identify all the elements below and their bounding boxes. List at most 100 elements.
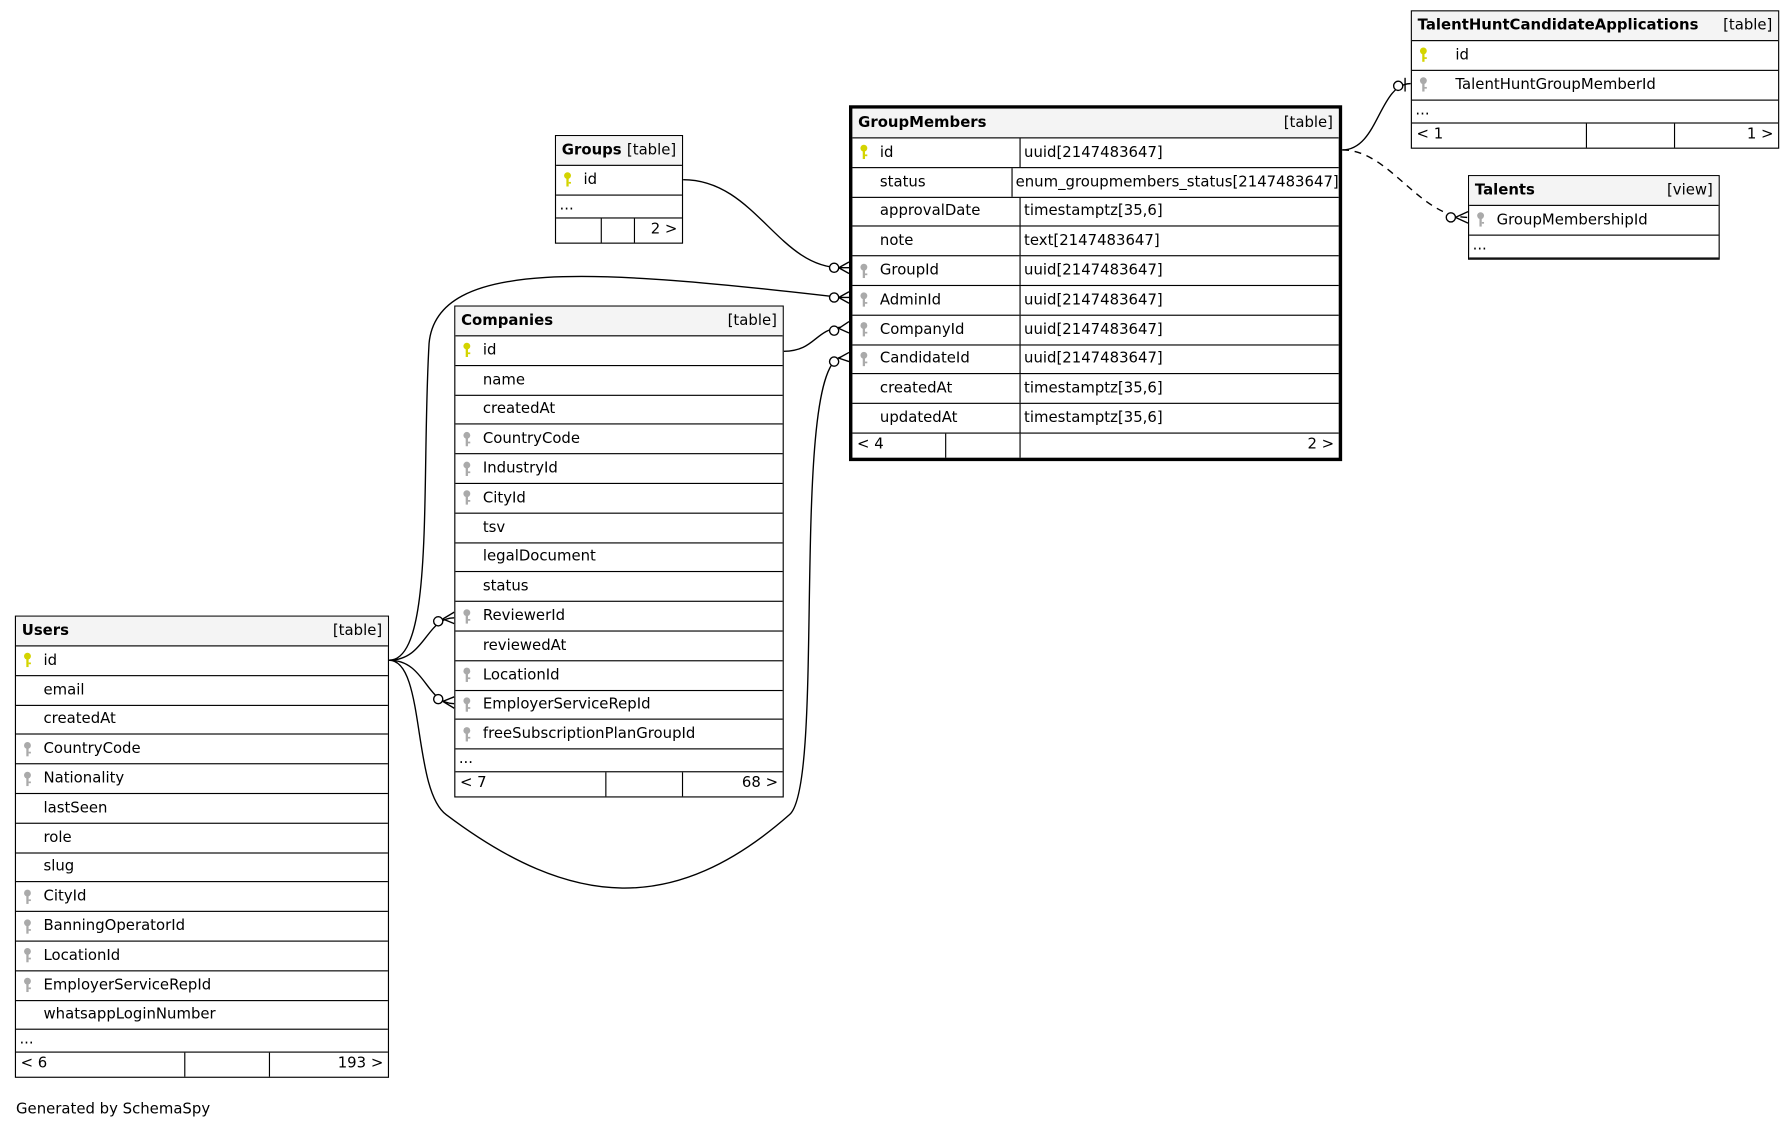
children-count[interactable]: 193 >: [268, 1053, 388, 1078]
table-groups[interactable]: Groups[table]id...2 >: [554, 135, 684, 244]
column-row[interactable]: TalentHuntGroupMemberId: [1411, 71, 1779, 101]
table-header[interactable]: Users[table]: [16, 616, 388, 647]
column-row[interactable]: CountryCode: [16, 735, 388, 765]
column-name[interactable]: LocationId: [43, 947, 121, 965]
children-count[interactable]: 1 >: [1673, 123, 1778, 148]
column-row[interactable]: Nationality: [16, 765, 388, 795]
column-name[interactable]: updatedAt: [879, 409, 958, 427]
column-name[interactable]: name: [482, 371, 526, 389]
column-row[interactable]: LocationId: [16, 942, 388, 972]
column-name[interactable]: id: [879, 144, 894, 162]
column-name[interactable]: id: [482, 341, 497, 360]
column-name[interactable]: reviewedAt: [482, 637, 567, 655]
column-row[interactable]: email: [16, 676, 388, 706]
column-row[interactable]: role: [16, 824, 388, 854]
column-row[interactable]: EmployerServiceRepId: [16, 971, 388, 1001]
more-columns[interactable]: ...: [556, 195, 682, 219]
column-row[interactable]: tsv: [455, 513, 783, 544]
column-row[interactable]: reviewedAt: [455, 632, 783, 662]
column-row[interactable]: BanningOperatorId: [16, 912, 388, 942]
parents-count[interactable]: [556, 218, 601, 242]
column-name[interactable]: CountryCode: [43, 740, 141, 758]
column-row[interactable]: id: [1411, 41, 1779, 71]
column-name[interactable]: status: [879, 173, 926, 191]
column-name[interactable]: Nationality: [43, 770, 125, 788]
column-name[interactable]: ReviewerId: [482, 607, 566, 625]
parents-count[interactable]: < 7: [459, 774, 487, 792]
column-row[interactable]: id: [16, 646, 388, 676]
column-name[interactable]: createdAt: [43, 711, 116, 729]
table-header[interactable]: TalentHuntCandidateApplications[table]: [1411, 11, 1779, 42]
column-name[interactable]: createdAt: [879, 380, 953, 398]
column-name[interactable]: slug: [43, 858, 75, 876]
more-columns[interactable]: ...: [16, 1030, 388, 1054]
column-row[interactable]: slug: [16, 853, 388, 883]
table-header[interactable]: GroupMembers[table]: [852, 108, 1339, 139]
column-name[interactable]: GroupId: [879, 262, 940, 280]
table-header[interactable]: Talents[view]: [1469, 176, 1719, 206]
column-row[interactable]: EmployerServiceRepId: [455, 691, 783, 721]
column-name[interactable]: approvalDate: [879, 203, 981, 221]
column-row[interactable]: IndustryId: [455, 454, 783, 484]
column-name[interactable]: LocationId: [482, 666, 560, 684]
table-thca[interactable]: TalentHuntCandidateApplications[table] id…: [1410, 10, 1780, 149]
column-name[interactable]: EmployerServiceRepId: [43, 976, 212, 994]
column-name[interactable]: EmployerServiceRepId: [482, 696, 651, 714]
column-row[interactable]: GroupMembershipId: [1469, 206, 1719, 236]
column-name[interactable]: lastSeen: [43, 799, 108, 817]
column-name[interactable]: CandidateId: [879, 350, 970, 368]
more-columns[interactable]: ...: [455, 750, 783, 773]
column-name[interactable]: IndustryId: [482, 460, 558, 478]
more-columns[interactable]: ...: [1469, 235, 1719, 259]
parents-count[interactable]: < 4: [857, 435, 884, 454]
table-header[interactable]: Groups[table]: [556, 136, 682, 166]
column-name[interactable]: tsv: [482, 519, 506, 537]
column-name[interactable]: BanningOperatorId: [43, 917, 186, 935]
column-row[interactable]: legalDocument: [455, 543, 783, 573]
column-name[interactable]: role: [43, 829, 72, 847]
column-name[interactable]: legalDocument: [482, 548, 596, 566]
column-row[interactable]: status: [455, 573, 783, 603]
column-name[interactable]: CountryCode: [482, 430, 581, 448]
column-name[interactable]: status: [482, 578, 529, 596]
column-name[interactable]: id: [1455, 46, 1470, 64]
column-name[interactable]: CompanyId: [879, 321, 965, 339]
column-row[interactable]: CityId: [16, 883, 388, 913]
column-name[interactable]: createdAt: [482, 401, 556, 419]
column-row[interactable]: freeSubscriptionPlanGroupId: [455, 720, 783, 750]
column-row[interactable]: CityId: [455, 484, 783, 514]
table-name[interactable]: Talents: [1474, 181, 1535, 200]
column-name[interactable]: id: [43, 652, 58, 670]
column-row[interactable]: id: [455, 336, 783, 366]
parents-count[interactable]: < 1: [1416, 125, 1444, 143]
table-name[interactable]: Groups: [561, 141, 622, 160]
column-name[interactable]: freeSubscriptionPlanGroupId: [482, 725, 696, 743]
table-name[interactable]: GroupMembers: [858, 114, 987, 132]
column-row[interactable]: name: [455, 366, 783, 396]
column-name[interactable]: TalentHuntGroupMemberId: [1455, 76, 1656, 94]
column-row[interactable]: ReviewerId: [455, 602, 783, 632]
parents-count[interactable]: < 6: [20, 1055, 48, 1073]
column-name[interactable]: whatsappLoginNumber: [43, 1006, 216, 1024]
column-row[interactable]: createdAt: [16, 706, 388, 736]
table-name[interactable]: Users: [21, 622, 69, 640]
column-name[interactable]: AdminId: [879, 291, 942, 309]
table-header[interactable]: Companies[table]: [455, 306, 783, 337]
column-name[interactable]: note: [879, 232, 914, 250]
column-name[interactable]: CityId: [43, 888, 87, 906]
children-count[interactable]: 68 >: [681, 772, 783, 797]
column-row[interactable]: CountryCode: [455, 425, 783, 455]
